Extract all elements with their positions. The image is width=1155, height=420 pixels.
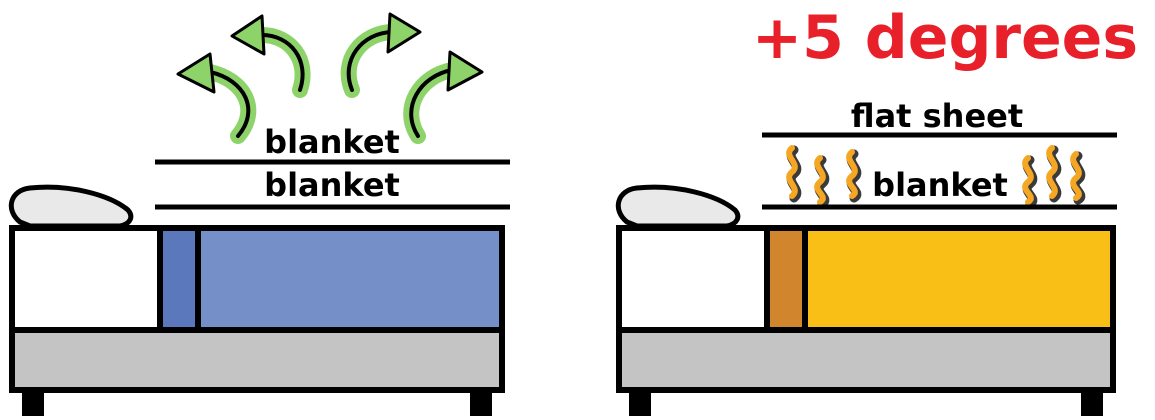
- left-bed: blanket blanket: [11, 14, 510, 416]
- curved-arrow-icon: [349, 14, 420, 90]
- layer-label-bottom: blanket: [264, 166, 400, 204]
- bed-leg: [22, 390, 44, 416]
- curved-arrow-icon: [232, 16, 303, 90]
- heat-wave-icon: [849, 152, 857, 198]
- heat-wave-icon: [1049, 148, 1057, 198]
- blanket-cover: [805, 228, 1113, 330]
- bed-base: [619, 330, 1113, 390]
- temperature-headline: +5 degrees: [752, 3, 1138, 73]
- blanket-cover: [198, 228, 502, 330]
- heat-escape-arrows: [178, 14, 482, 136]
- curved-arrow-icon: [178, 54, 248, 136]
- bed-leg: [1081, 390, 1103, 416]
- layer-label-bottom: blanket: [872, 166, 1008, 204]
- blanket-fold: [160, 228, 198, 330]
- blanket-fold: [767, 228, 805, 330]
- heat-wave-icon: [1073, 154, 1081, 200]
- layer-label-top: flat sheet: [851, 97, 1023, 135]
- heat-wave-icon: [1025, 158, 1033, 204]
- bed-leg: [470, 390, 492, 416]
- pillow: [11, 187, 131, 226]
- curved-arrow-icon: [411, 52, 482, 136]
- heat-wave-icon: [817, 158, 825, 204]
- right-bed: +5 degrees flat sheet: [618, 3, 1138, 416]
- bed-leg: [629, 390, 651, 416]
- heat-wave-icon: [789, 148, 797, 198]
- bed-base: [12, 330, 502, 390]
- pillow: [618, 187, 738, 226]
- layer-label-top: blanket: [264, 123, 400, 161]
